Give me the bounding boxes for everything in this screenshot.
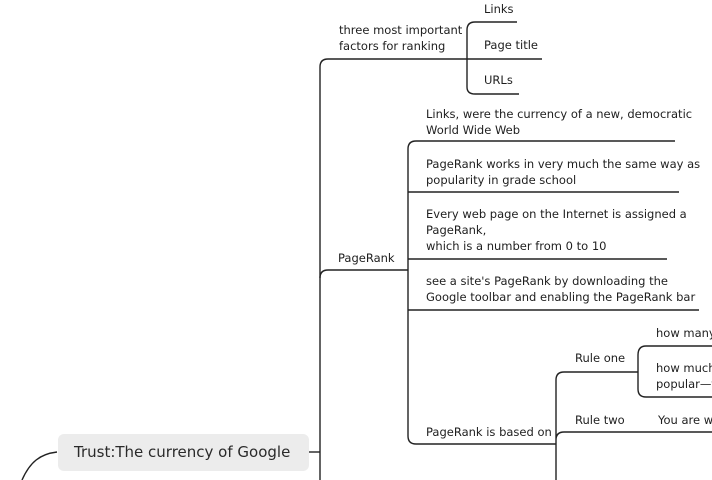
connector-main-trunk <box>319 58 452 480</box>
connector-rule-one-fork <box>637 345 712 398</box>
pagerank-child-assigned[interactable]: Every web page on the Internet is assign… <box>426 207 687 253</box>
connector-rules-trunk <box>555 371 712 480</box>
factor-page-title[interactable]: Page title <box>484 38 538 52</box>
rule-two-child[interactable]: You are wh <box>658 413 712 427</box>
factor-links[interactable]: Links <box>484 2 514 16</box>
root-node[interactable]: Trust:The currency of Google <box>58 434 309 471</box>
connector-pagerank <box>319 269 408 279</box>
pagerank-child-currency[interactable]: Links, were the currency of a new, democ… <box>426 107 693 137</box>
pagerank-node[interactable]: PageRank <box>338 251 395 265</box>
pagerank-child-popularity[interactable]: PageRank works in very much the same way… <box>426 157 701 187</box>
connector-pagerank-trunk <box>407 140 675 445</box>
rule-two-node[interactable]: Rule two <box>575 413 625 427</box>
factors-node[interactable]: three most important factors for ranking <box>339 23 463 53</box>
based-on-node[interactable]: PageRank is based on <box>426 425 552 439</box>
rule-one-child-how-many[interactable]: how many <box>656 326 712 340</box>
connector-factors-fork <box>452 21 542 95</box>
rule-one-child-how-much[interactable]: how much popular—t <box>656 361 712 391</box>
pagerank-child-toolbar[interactable]: see a site's PageRank by downloading the… <box>426 274 696 304</box>
rule-one-node[interactable]: Rule one <box>575 351 626 365</box>
factor-urls[interactable]: URLs <box>484 73 513 87</box>
connector-root-left <box>21 451 58 480</box>
